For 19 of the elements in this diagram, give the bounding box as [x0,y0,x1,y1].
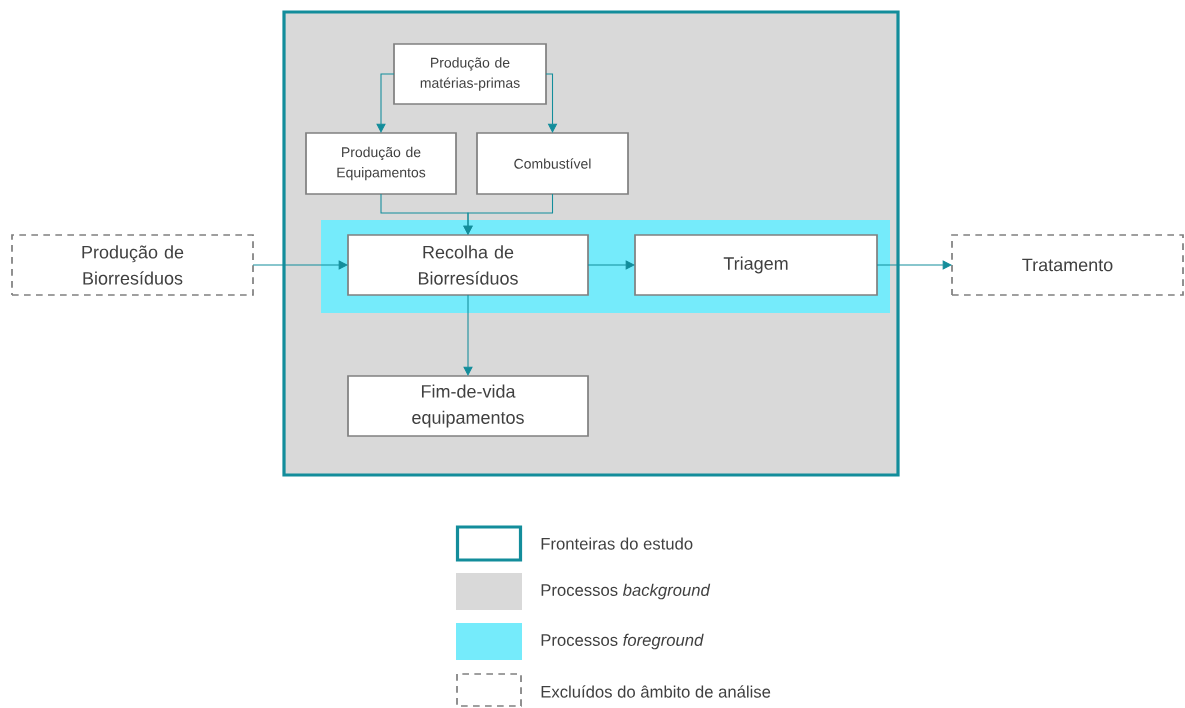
process-box: Triagem [634,234,878,296]
process-box: Combustível [476,132,629,195]
arrow [587,260,635,270]
legend-label: Fronteiras do estudo [541,537,693,550]
arrow [463,193,554,235]
arrow [876,260,952,270]
process-box: Recolha de Biorresíduos [347,234,589,296]
arrow [463,294,473,376]
legend-label: Excluídos do âmbito de análise [541,685,771,698]
process-box: Produção de matérias-primas [393,43,547,105]
arrow [545,73,558,133]
excluded-process-box: Produção de Biorresíduos [11,234,254,296]
legend-label: Processos foreground [541,633,704,650]
excluded-process-box: Tratamento [951,234,1184,296]
process-box: Fim-de-vida equipamentos [347,375,589,437]
arrow [376,73,395,133]
legend-label: Processos background [541,583,711,600]
process-box: Produção de Equipamentos [305,132,457,195]
arrow [252,260,348,270]
